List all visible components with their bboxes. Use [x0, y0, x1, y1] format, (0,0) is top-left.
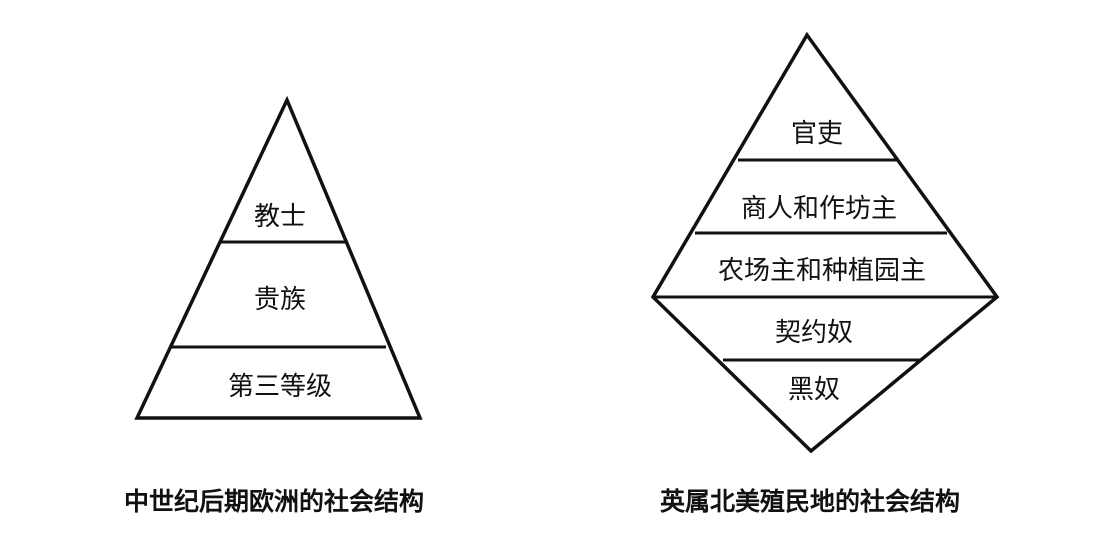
colonial-america-diamond: 官吏 商人和作坊主 农场主和种植园主 契约奴 黑奴 [650, 31, 1000, 454]
caption-colonial-america: 英属北美殖民地的社会结构 [660, 487, 960, 516]
diamond-outline [650, 31, 1000, 454]
medieval-europe-pyramid: 教士 贵族 第三等级 [134, 95, 423, 420]
layer-label-merchants-workshop-owners: 商人和作坊主 [741, 194, 897, 224]
layer-label-indentured-servants: 契约奴 [775, 318, 853, 348]
layer-label-officials: 官吏 [791, 119, 843, 149]
caption-medieval-europe: 中世纪后期欧洲的社会结构 [124, 487, 424, 516]
layer-label-farmers-planters: 农场主和种植园主 [718, 256, 926, 286]
layer-label-nobility: 贵族 [254, 285, 306, 315]
layer-label-black-slaves: 黑奴 [788, 375, 840, 405]
pyramid-outline [134, 95, 423, 420]
layer-label-third-estate: 第三等级 [228, 372, 332, 402]
layer-label-clergy: 教士 [254, 202, 306, 232]
